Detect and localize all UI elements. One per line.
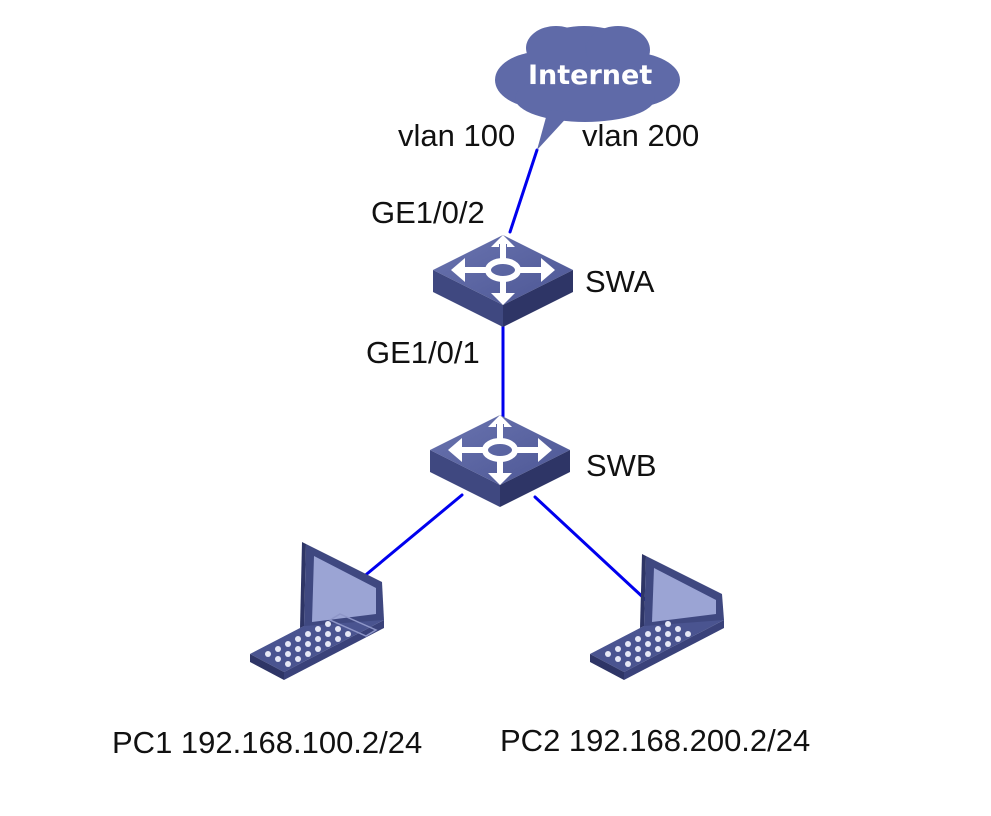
internet-label: Internet [528,60,653,91]
laptop-pc2-icon[interactable] [590,554,724,680]
link-swb-pc1 [360,493,464,580]
vlan-200-label: vlan 200 [582,118,700,153]
link-swb-pc2 [533,495,649,603]
keyboard-keys [605,621,691,667]
links [360,148,649,603]
switch-swa-icon[interactable] [433,235,573,327]
pc1-label: PC1 192.168.100.2/24 [112,725,423,760]
swa-downlink-port-label: GE1/0/1 [366,335,480,370]
link-internet-swa [508,148,539,234]
laptop-pc1-icon[interactable] [250,542,384,680]
pc2-label: PC2 192.168.200.2/24 [500,723,811,758]
keyboard-keys [265,621,351,667]
internet-cloud-icon [495,26,680,150]
switch-swb-icon[interactable] [430,415,570,507]
vlan-100-label: vlan 100 [398,118,516,153]
swa-label: SWA [585,264,655,299]
swb-label: SWB [586,448,657,483]
swa-uplink-port-label: GE1/0/2 [371,195,485,230]
